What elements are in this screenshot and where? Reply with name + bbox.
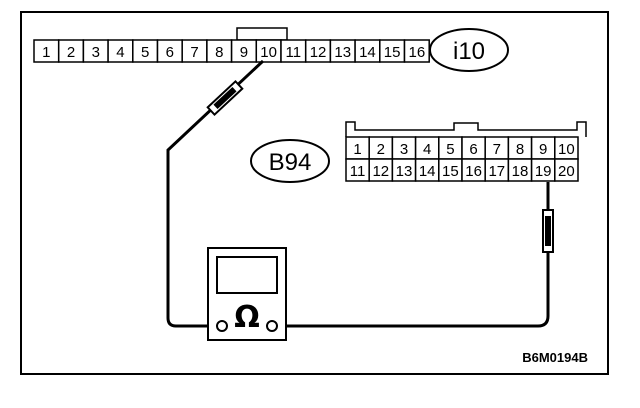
i10-pin-2-label: 2 xyxy=(67,44,75,61)
i10-pin-12: 12 xyxy=(304,39,332,63)
b94-pin-20-label: 20 xyxy=(558,163,575,180)
i10-pin-10-label: 10 xyxy=(260,44,277,61)
ohmmeter-display xyxy=(216,256,278,294)
b94-pin-3: 3 xyxy=(391,136,417,160)
b94-pin-6-label: 6 xyxy=(469,141,477,158)
probe-tip-left xyxy=(206,79,244,117)
i10-pin-10: 10 xyxy=(255,39,282,63)
ohmmeter: Ω xyxy=(207,247,287,341)
i10-pin-14: 14 xyxy=(354,39,381,63)
b94-pin-10-label: 10 xyxy=(558,141,575,158)
i10-pin-1-label: 1 xyxy=(42,44,50,61)
b94-pin-6: 6 xyxy=(461,136,486,160)
b94-pin-7-label: 7 xyxy=(493,141,501,158)
b94-pin-9: 9 xyxy=(530,136,556,160)
ohmmeter-terminal-right xyxy=(266,320,278,332)
test-lead-right xyxy=(276,182,550,328)
b94-pin-5: 5 xyxy=(438,136,463,160)
b94-pin-13: 13 xyxy=(391,158,417,182)
b94-pin-20: 20 xyxy=(554,158,579,182)
probe-tip-right xyxy=(542,209,554,253)
connector-i10-tag-outline xyxy=(429,28,509,72)
ohm-symbol-icon: Ω xyxy=(234,300,260,335)
connector-b94-tag: B94 xyxy=(269,149,312,176)
i10-pin-9: 9 xyxy=(230,39,258,63)
i10-pin-2: 2 xyxy=(57,39,85,63)
i10-pin-1: 1 xyxy=(33,39,60,63)
b94-pin-20-box xyxy=(554,158,579,182)
b94-pin-1-label: 1 xyxy=(353,141,361,158)
i10-pin-16: 16 xyxy=(403,39,430,63)
i10-pin-6-label: 6 xyxy=(166,44,174,61)
b94-pin-10: 10 xyxy=(554,136,579,160)
i10-pin-14-label: 14 xyxy=(359,44,376,61)
ohmmeter-terminal-left xyxy=(216,320,228,332)
b94-pin-2: 2 xyxy=(368,136,394,160)
b94-pin-15: 15 xyxy=(438,158,463,182)
connector-b94-tag-outline xyxy=(250,139,330,183)
b94-pin-17-label: 17 xyxy=(488,163,505,180)
figure-reference: B6M0194B xyxy=(522,350,588,365)
b94-pin-12: 12 xyxy=(368,158,394,182)
b94-pin-4: 4 xyxy=(414,136,440,160)
i10-pin-15-label: 15 xyxy=(384,44,401,61)
connector-b94-housing xyxy=(345,121,587,137)
b94-pin-16-label: 16 xyxy=(465,163,482,180)
i10-pin-11-label: 11 xyxy=(286,44,302,61)
b94-pin-12-label: 12 xyxy=(372,163,389,180)
connector-i10-tag: i10 xyxy=(453,38,485,65)
b94-pin-18: 18 xyxy=(507,158,533,182)
b94-pin-5-label: 5 xyxy=(446,141,454,158)
b94-pin-14: 14 xyxy=(414,158,440,182)
i10-pin-8-label: 8 xyxy=(215,44,223,61)
b94-pin-8: 8 xyxy=(507,136,533,160)
i10-pin-15: 15 xyxy=(379,39,406,63)
b94-pin-11-label: 11 xyxy=(350,163,366,180)
i10-pin-3: 3 xyxy=(82,39,109,63)
b94-pin-9-label: 9 xyxy=(539,141,547,158)
diagram-frame xyxy=(20,11,609,375)
i10-pin-4: 4 xyxy=(107,39,134,63)
i10-pin-8: 8 xyxy=(206,39,233,63)
i10-pin-7: 7 xyxy=(181,39,208,63)
b94-pin-11: 11 xyxy=(345,158,370,182)
b94-pin-2-label: 2 xyxy=(377,141,385,158)
b94-pin-13-label: 13 xyxy=(396,163,413,180)
i10-pin-11: 11 xyxy=(280,39,307,63)
b94-pin-15-label: 15 xyxy=(442,163,459,180)
b94-pin-17: 17 xyxy=(484,158,510,182)
i10-pin-5: 5 xyxy=(132,39,159,63)
i10-pin-7-label: 7 xyxy=(190,44,198,61)
i10-pin-13: 13 xyxy=(329,39,356,63)
test-lead-left xyxy=(166,59,265,328)
i10-pin-5-label: 5 xyxy=(141,44,149,61)
b94-pin-19-label: 19 xyxy=(535,163,552,180)
b94-pin-7: 7 xyxy=(484,136,510,160)
i10-pin-4-label: 4 xyxy=(116,44,124,61)
b94-pin-3-label: 3 xyxy=(400,141,408,158)
b94-pin-8-label: 8 xyxy=(516,141,524,158)
i10-pin-3-label: 3 xyxy=(92,44,100,61)
b94-pin-4-label: 4 xyxy=(423,141,431,158)
b94-pin-16: 16 xyxy=(461,158,486,182)
i10-pin-13-label: 13 xyxy=(334,44,351,61)
i10-pin-9-label: 9 xyxy=(240,44,248,61)
b94-pin-1: 1 xyxy=(345,136,370,160)
i10-pin-6: 6 xyxy=(156,39,183,63)
b94-pin-14-label: 14 xyxy=(419,163,436,180)
b94-pin-18-label: 18 xyxy=(512,163,529,180)
i10-pin-12-label: 12 xyxy=(310,44,327,61)
connector-i10-latch xyxy=(236,27,288,41)
i10-pin-16-label: 16 xyxy=(409,44,426,61)
b94-pin-19: 19 xyxy=(530,158,556,182)
